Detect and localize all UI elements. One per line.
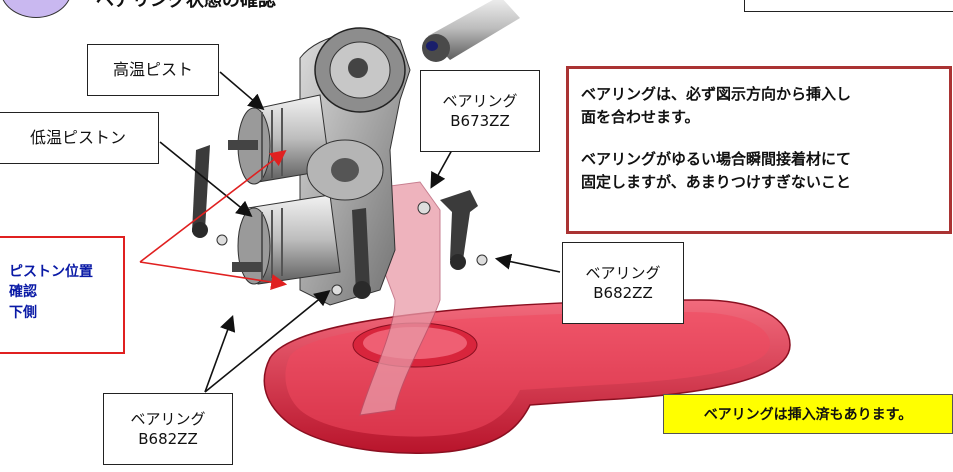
section-heading: ベアリング状態の確認 (96, 0, 276, 11)
label-bearing-b673zz: ベアリング B673ZZ (420, 70, 540, 152)
piston-check-line-1: ピストン位置 (9, 264, 93, 280)
piston-check-line-2: 確認 (9, 284, 37, 301)
top-right-box (744, 0, 953, 12)
bearing-name-text: ベアリング (130, 409, 206, 428)
engine-body (228, 27, 411, 306)
left-crank-arm (192, 145, 228, 246)
note-line-2: 面を合わせます。 (581, 108, 700, 127)
bearing-preinstalled-text: ベアリングは挿入済もあります。 (703, 407, 913, 423)
piston-check-line-3: 下側 (9, 304, 37, 321)
bearing-instruction-note: ベアリングは、必ず図示方向から挿入し 面を合わせます。 ベアリングがゆるい場合瞬… (566, 66, 952, 234)
label-bearing-b682zz-bottom: ベアリング B682ZZ (103, 393, 233, 465)
label-bearing-b682zz-right: ベアリング B682ZZ (562, 242, 684, 324)
bearing-name-text: ベアリング (442, 91, 518, 110)
note-line-3: ベアリングがゆるい場合瞬間接着材にて (581, 149, 852, 168)
label-high-temp-piston: 高温ピスト (87, 44, 219, 96)
bearing-preinstalled-note: ベアリングは挿入済もあります。 (663, 394, 953, 434)
bearing-code-text: B682ZZ (593, 284, 653, 302)
center-crank-arm (331, 208, 371, 299)
low-temp-piston-text: 低温ピストン (29, 128, 126, 148)
piston-position-check-callout: ピストン位置 確認 下側 (0, 236, 125, 354)
bearing-name-text: ベアリング (585, 263, 661, 282)
bearing-code-text: B682ZZ (138, 430, 198, 448)
bearing-code-text: B673ZZ (450, 112, 510, 130)
top-cylinder-part (422, 0, 520, 62)
piston-check-lines (139, 150, 288, 290)
note-line-1: ベアリングは、必ず図示方向から挿入し (581, 85, 852, 103)
high-temp-piston-text: 高温ピスト (112, 60, 193, 80)
label-low-temp-piston: 低温ピストン (0, 112, 159, 164)
note-line-4: 固定しますが、あまりつけすぎないこと (581, 172, 851, 191)
leader-lines (159, 71, 561, 393)
right-crank-arm (417, 190, 488, 270)
